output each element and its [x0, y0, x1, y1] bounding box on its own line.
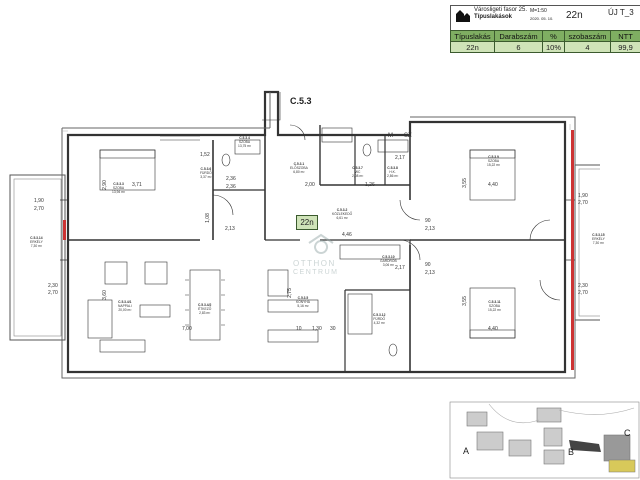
dimension-label: 2,30 — [578, 283, 588, 289]
table-row: 22n 6 10% 4 99,9 — [450, 41, 640, 53]
subtitle-text: Típuslakások — [474, 14, 513, 20]
site-label: A — [463, 446, 470, 456]
unit-code: 22n — [566, 10, 583, 21]
dimension-label: 1,26 — [365, 182, 375, 188]
dimension-label: 1,90 — [34, 198, 44, 204]
table-header: % — [542, 30, 565, 42]
dimension-label: 90 — [425, 218, 431, 224]
fixture-label: M — [388, 133, 393, 139]
site-map — [449, 401, 640, 479]
dimension-label: 1,90 — [578, 193, 588, 199]
dimension-label: 3,60 — [101, 290, 108, 300]
dimension-label: 2,75 — [286, 288, 293, 298]
table-cell: 10% — [542, 41, 565, 53]
table-header: NTT — [610, 30, 640, 42]
dimension-label: 2,17 — [395, 265, 405, 271]
dimension-label: 2,36 — [226, 184, 236, 190]
site-label: B — [568, 447, 575, 457]
fixture-label: SZ — [404, 133, 412, 139]
house-logo-icon — [308, 233, 334, 254]
dimension-label: 3,55 — [461, 178, 468, 188]
dimension-label: 2,36 — [226, 176, 236, 182]
dimension-label: 4,40 — [488, 182, 498, 188]
date-text: 2020. 05. 10. — [530, 16, 554, 21]
address-text: Városligeti fasor 25. — [474, 7, 528, 13]
dimension-label: 1,30 — [312, 326, 322, 332]
table-cell: 22n — [450, 41, 495, 53]
dimension-label: 2,13 — [425, 226, 435, 232]
dimension-label: 2,70 — [34, 206, 44, 212]
watermark-text: OTTHON — [293, 259, 336, 268]
dimension-label: 2,90 — [101, 180, 108, 190]
site-label: C — [624, 428, 631, 438]
stair-label: C.5.3 — [290, 96, 312, 106]
dimension-label: 1,52 — [200, 152, 210, 158]
dimension-label: 2,70 — [48, 290, 58, 296]
dimension-label: 4,40 — [488, 326, 498, 332]
table-header: szobaszám — [564, 30, 611, 42]
dimension-label: 3,71 — [132, 182, 142, 188]
dimension-label: 2,00 — [305, 182, 315, 188]
unit-tag-badge: 22n — [296, 215, 318, 230]
table-header-row: Típuslakás Darabszám % szobaszám NTT — [450, 30, 640, 42]
floor-plan-drawing — [9, 90, 600, 379]
dimension-label: 7,00 — [182, 326, 192, 332]
unit-info-table: Típuslakás Darabszám % szobaszám NTT 22n… — [450, 30, 640, 53]
dimension-label: 2,13 — [225, 226, 235, 232]
dimension-label: 4,46 — [342, 232, 352, 238]
dimension-label: 90 — [425, 262, 431, 268]
table-cell: 99,9 — [610, 41, 640, 53]
building-logo-icon — [456, 10, 470, 22]
table-header: Típuslakás — [450, 30, 495, 42]
watermark: OTTHON CENTRUM — [293, 193, 349, 276]
dimension-label: 2,13 — [425, 270, 435, 276]
table-cell: 6 — [494, 41, 543, 53]
scale-text: M=1:50 — [530, 8, 547, 14]
dimension-label: 1,08 — [204, 213, 211, 223]
dimension-label: 2,17 — [395, 155, 405, 161]
table-header: Darabszám — [494, 30, 543, 42]
title-block — [450, 5, 640, 31]
dimension-label: 10 — [296, 326, 302, 332]
table-cell: 4 — [564, 41, 611, 53]
dimension-label: 2,70 — [578, 200, 588, 206]
dimension-label: 30 — [330, 326, 336, 332]
dimension-label: 2,30 — [48, 283, 58, 289]
project-code: ÚJ T_3 — [608, 8, 634, 17]
dimension-label: 2,70 — [578, 290, 588, 296]
watermark-text: CENTRUM — [293, 269, 339, 276]
dimension-label: 3,55 — [461, 296, 468, 306]
